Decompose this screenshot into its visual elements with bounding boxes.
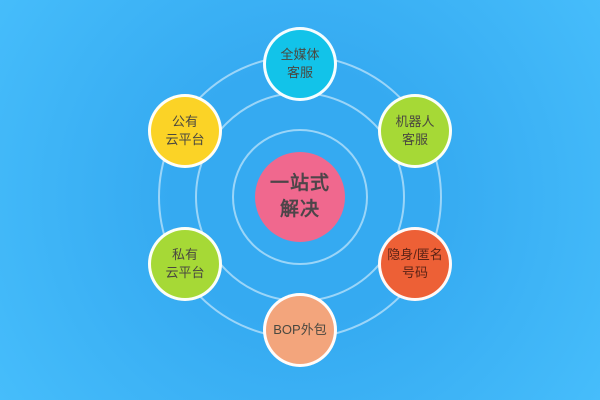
node-label-line: 客服 [286, 65, 313, 80]
center-node-label-line: 解决 [279, 199, 320, 220]
node-label-line: 云平台 [165, 265, 205, 280]
node-private-cloud-platform: 私有 云平台 [148, 227, 222, 301]
node-bop-outsourcing: BOP外包 [263, 293, 337, 367]
node-label-line: 号码 [401, 265, 428, 280]
node-public-cloud-platform: 公有 云平台 [148, 94, 222, 168]
node-omnimedia-customer-service: 全媒体 客服 [263, 27, 337, 101]
node-label-line: 隐身/匿名 [387, 247, 443, 262]
node-robot-customer-service: 机器人 客服 [378, 94, 452, 168]
center-node-label-line: 一站式 [269, 173, 330, 194]
orbit-ring-inner [232, 129, 368, 265]
node-label-line: 机器人 [395, 114, 435, 129]
node-label-line: BOP外包 [273, 322, 327, 337]
center-node-one-stop-solution: 一站式 解决 [255, 152, 345, 242]
node-label-line: 客服 [401, 132, 428, 147]
node-label-line: 私有 [171, 247, 198, 262]
node-label-line: 公有 [171, 114, 198, 129]
node-label-line: 云平台 [165, 132, 205, 147]
node-anonymous-number: 隐身/匿名 号码 [378, 227, 452, 301]
node-label-line: 全媒体 [280, 47, 320, 62]
